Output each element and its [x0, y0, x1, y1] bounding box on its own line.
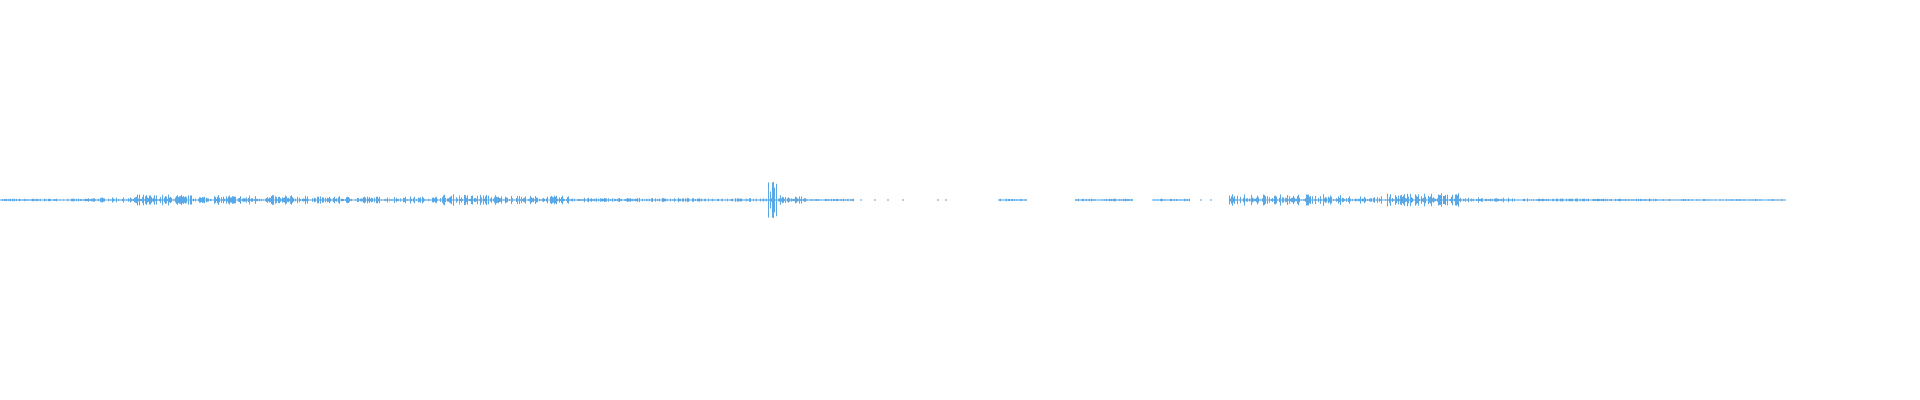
waveform-dot [1200, 199, 1202, 201]
waveform-dot [1075, 199, 1077, 201]
waveform-dot [887, 199, 889, 201]
waveform-dot [1210, 199, 1212, 201]
waveform-bars [0, 182, 1786, 218]
waveform-dot [902, 199, 904, 201]
waveform-dot [1089, 199, 1091, 201]
waveform-dot [1667, 199, 1669, 201]
waveform-dot [945, 199, 947, 201]
waveform-dot [1104, 199, 1106, 201]
waveform-dot [860, 199, 862, 201]
waveform-dot [874, 199, 876, 201]
waveform-dot [1655, 199, 1657, 201]
waveform-dot [1129, 199, 1131, 201]
waveform-dot [1699, 199, 1701, 201]
waveform-dot [1117, 199, 1119, 201]
waveform-dot [937, 199, 939, 201]
